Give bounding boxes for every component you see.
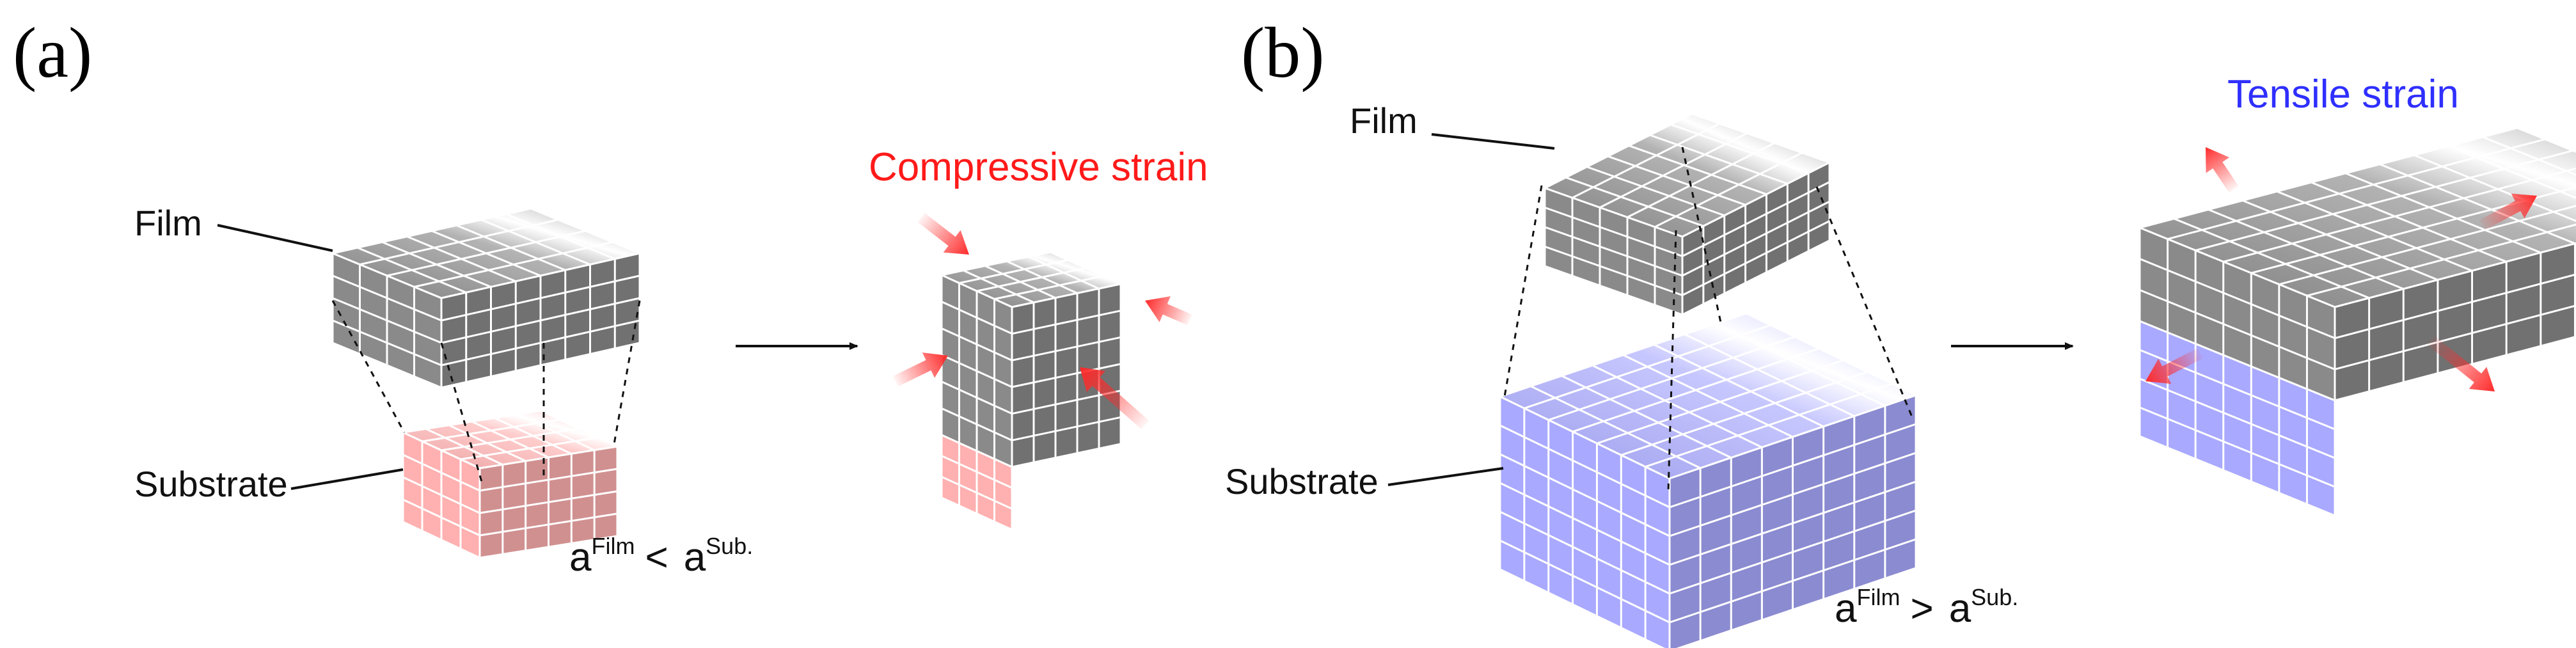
panel-a: (a) Film Substrate aFilm<aSub. Compressi… — [13, 13, 1208, 580]
strain-arrow-icon — [2427, 335, 2495, 391]
strain-label-a: Compressive strain — [869, 145, 1208, 189]
strain-arrow-icon — [1080, 367, 1149, 429]
panel-b: (b) Film Substrate aFilm>aSub. Tensile s… — [1225, 13, 2576, 648]
projection-lines-b — [1503, 146, 1914, 492]
film-label-b: Film — [1350, 100, 1418, 141]
svg-text:aFilm<aSub.: aFilm<aSub. — [569, 533, 753, 580]
side-face — [2335, 243, 2576, 400]
film-block-b — [1542, 113, 1832, 317]
strain-arrow-icon — [2145, 347, 2204, 384]
film-label-a: Film — [134, 203, 202, 243]
panel-b-label: (b) — [1241, 13, 1325, 93]
strained-block-b — [2137, 127, 2576, 518]
top-face — [1545, 114, 1829, 237]
film-leader-line-b — [1431, 133, 1555, 150]
strain-arrow-icon — [893, 352, 949, 387]
strain-arrow-icon — [917, 212, 969, 255]
substrate-leader-line-b — [1387, 467, 1504, 486]
front-face — [1500, 397, 1670, 648]
strain-arrow-icon — [2479, 193, 2538, 230]
film-leader-line-a — [217, 224, 333, 252]
front-face — [2140, 228, 2335, 400]
strained-block-a — [938, 251, 1124, 532]
strain-arrow-icon — [1145, 296, 1192, 326]
relation-a: aFilm<aSub. — [569, 533, 753, 580]
projection-lines-a — [331, 300, 641, 487]
tensile-arrows — [2145, 147, 2538, 391]
top-face — [2140, 128, 2576, 307]
substrate-block-b — [1497, 312, 1918, 648]
substrate-label-b: Substrate — [1225, 461, 1379, 502]
compressive-arrows — [893, 212, 1192, 429]
relation-b: aFilm>aSub. — [1835, 584, 2018, 631]
svg-text:aFilm>aSub.: aFilm>aSub. — [1835, 584, 2018, 631]
substrate-leader-line-a — [290, 468, 404, 490]
panel-a-label: (a) — [13, 13, 92, 93]
film-block-a — [329, 207, 643, 390]
substrate-block-a — [399, 409, 621, 560]
strain-arrow-icon — [2206, 147, 2239, 193]
substrate-label-a: Substrate — [134, 464, 288, 504]
strain-label-b: Tensile strain — [2227, 72, 2459, 116]
